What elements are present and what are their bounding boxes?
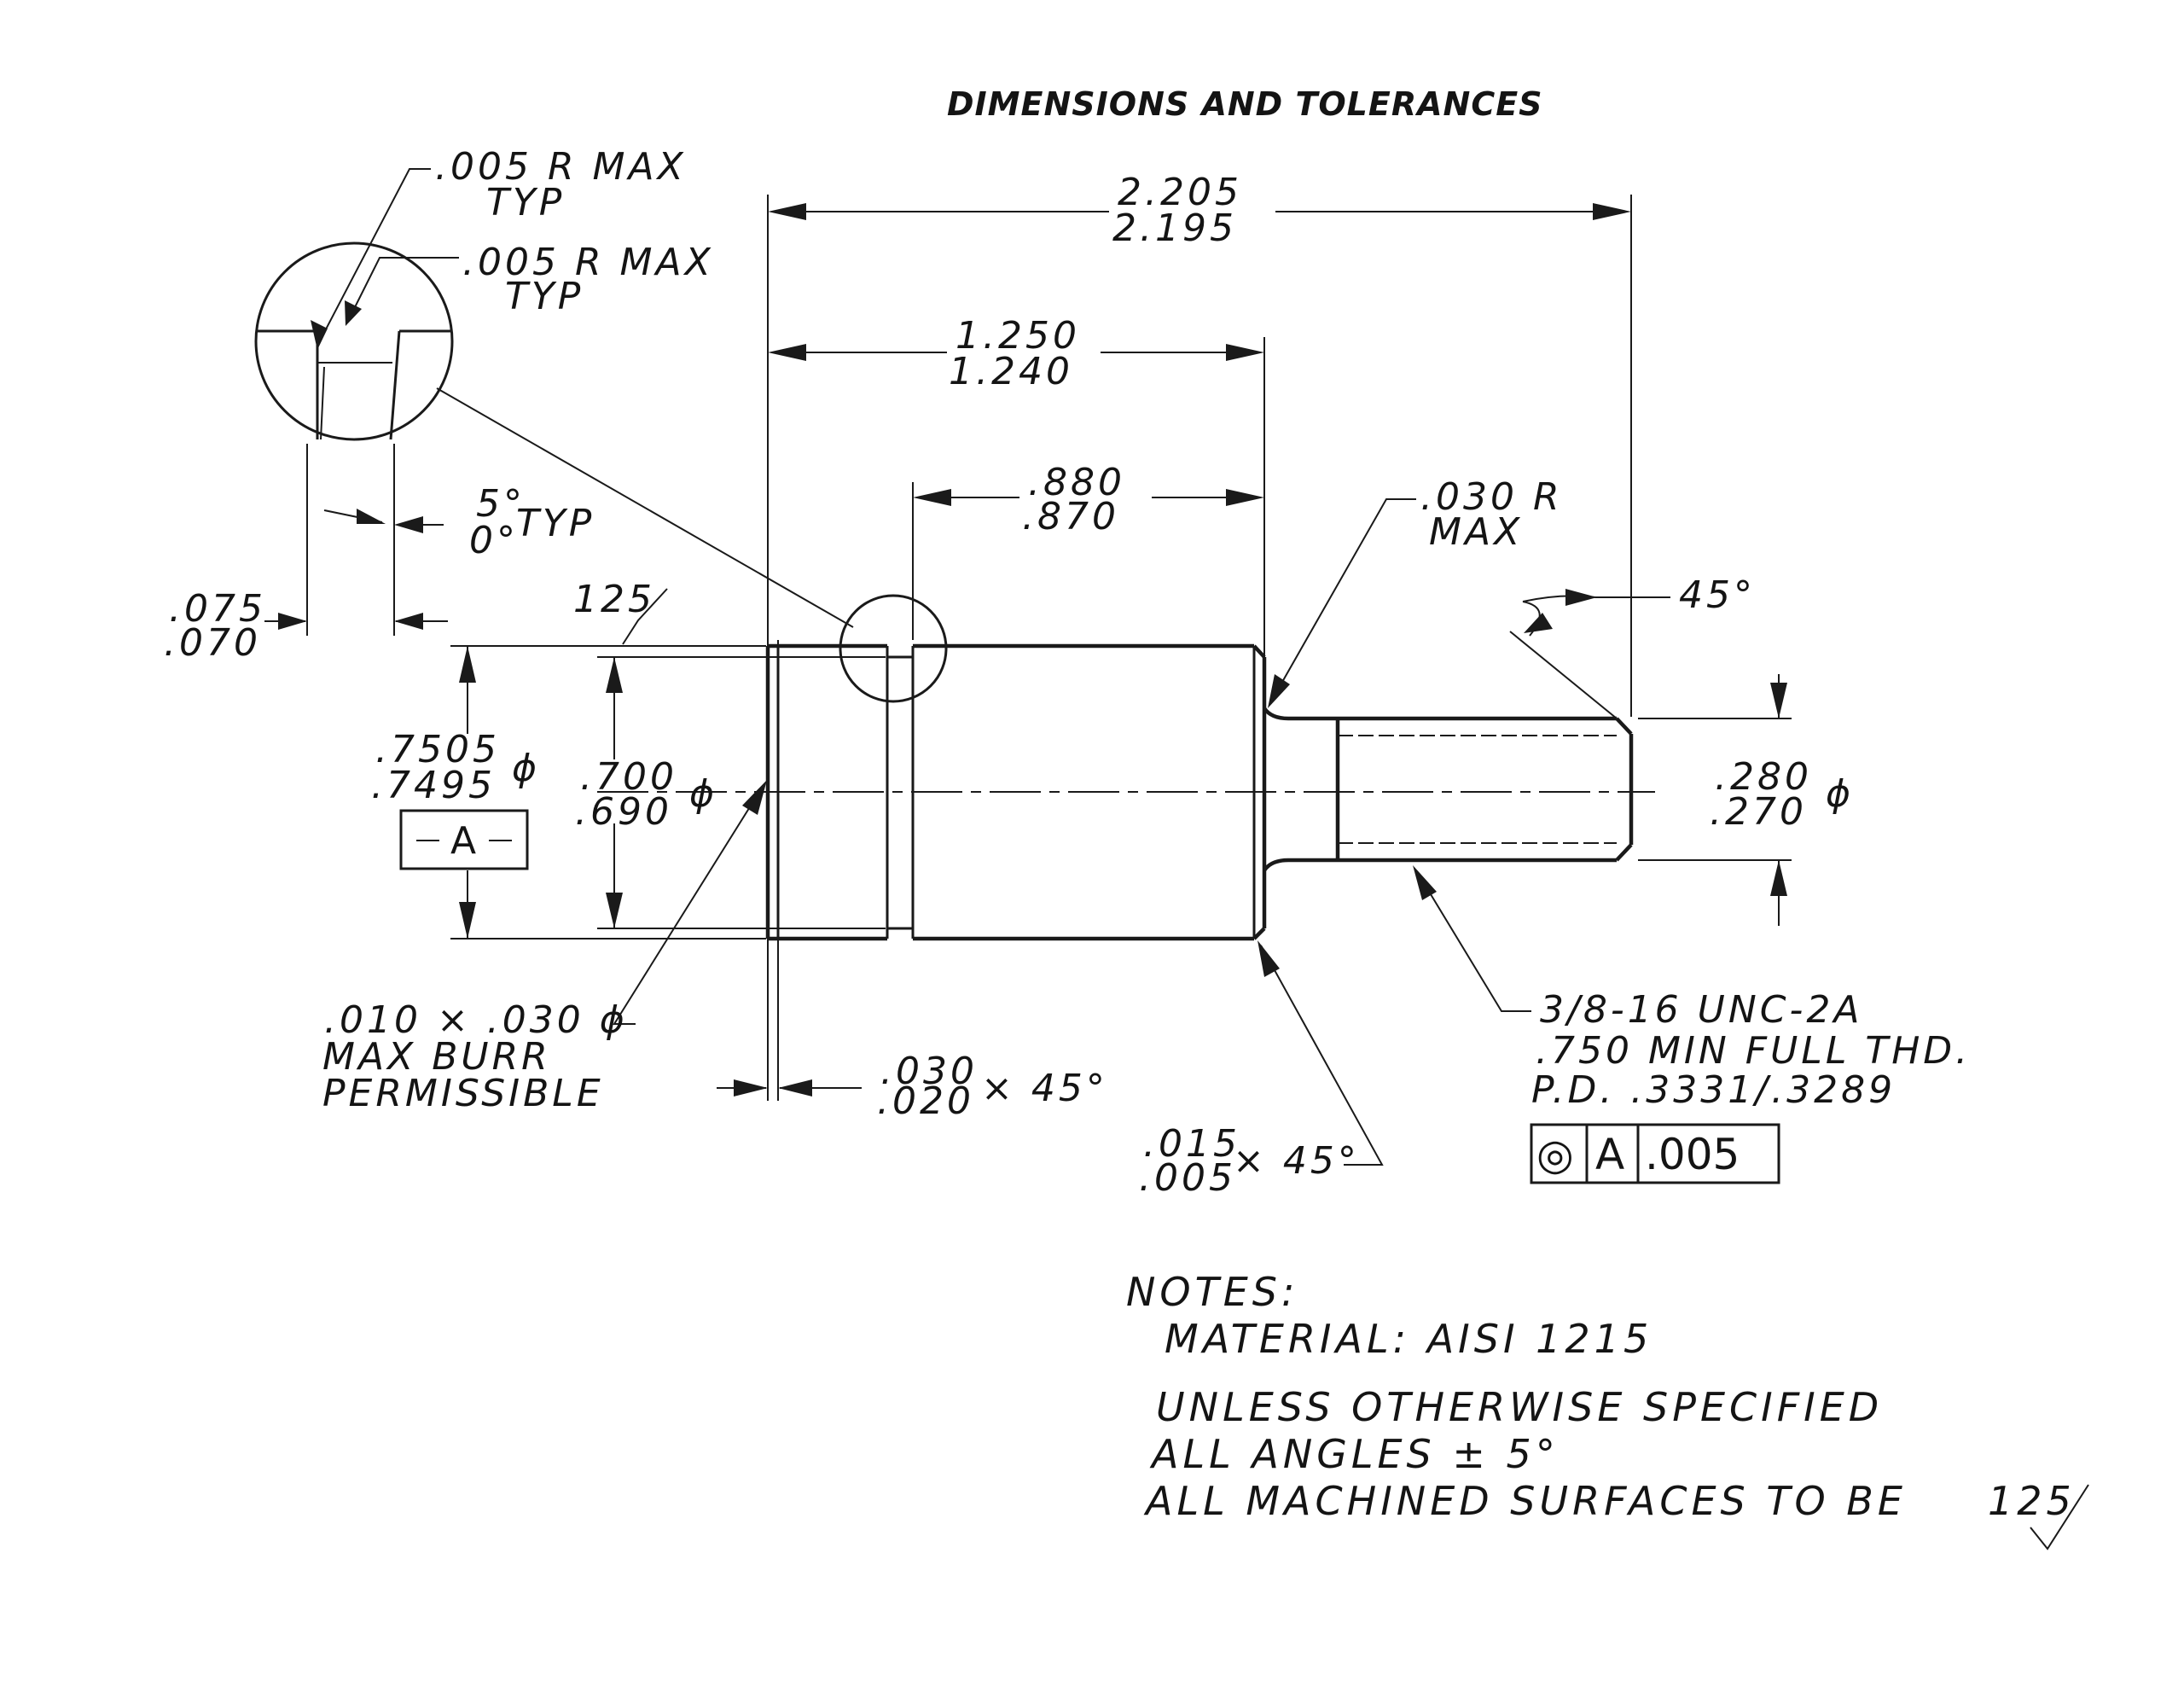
diameter-dimensions (399, 588, 1792, 939)
surface-finish-value: 125 (573, 578, 655, 621)
burr-note-line1: .010 × .030 ϕ (324, 998, 628, 1042)
groove-dia-symbol: ϕ (689, 772, 717, 816)
body-length-upper: 1.250 (956, 314, 1080, 358)
groove-width-upper: .075 (169, 587, 266, 631)
thread-spec-line1: 3/8-16 UNC-2A (1540, 988, 1862, 1032)
thread-spec-line3: P.D. .3331/.3289 (1531, 1068, 1896, 1112)
shoulder-length-lower: .870 (1022, 495, 1119, 538)
thread-dia-upper: .280 (1715, 755, 1812, 799)
datum-label: A (450, 819, 476, 863)
thread-spec-line2: .750 MIN FULL THD. (1536, 1029, 1971, 1073)
notes-line2: ALL ANGLES ± 5° (1149, 1431, 1560, 1477)
thread-chamfer-angle: 45° (1679, 573, 1756, 617)
groove-angle-upper: 5° (476, 482, 526, 526)
fcf-concentricity-symbol: ◎ (1536, 1130, 1574, 1179)
groove-angle-typ: TYP (516, 502, 595, 545)
callout-leaders (613, 780, 1531, 1166)
detail-radius-2: .005 R MAX (462, 241, 714, 284)
thread-dia-lower: .270 (1710, 790, 1807, 834)
shoulder-length-upper: .880 (1028, 461, 1125, 504)
groove-angle-lower: 0° (469, 519, 519, 562)
radius-angle-leaders (1268, 498, 1670, 719)
major-dia-symbol: ϕ (512, 747, 540, 790)
overall-length-upper: 2.205 (1118, 171, 1242, 214)
detail-radius-2-typ: TYP (505, 275, 584, 318)
major-dia-lower: .7495 (371, 764, 496, 807)
chamfer1-angle: × 45° (981, 1067, 1108, 1110)
major-dia-upper: .7505 (375, 728, 500, 771)
burr-note-line3: PERMISSIBLE (322, 1072, 604, 1115)
chamfer2-upper: .015 (1143, 1122, 1240, 1166)
notes-line1: UNLESS OTHERWISE SPECIFIED (1156, 1384, 1883, 1430)
detail-view (254, 168, 948, 703)
groove-width-lower: .070 (164, 621, 261, 665)
part-outline (597, 643, 1655, 941)
fcf-tolerance: .005 (1645, 1130, 1740, 1179)
overall-length-lower: 2.195 (1112, 207, 1237, 250)
chamfer2-lower: .005 (1139, 1156, 1236, 1200)
chamfer1-lower: .020 (877, 1079, 974, 1123)
notes-material: MATERIAL: AISI 1215 (1165, 1316, 1653, 1362)
notes-finish-symbol (2030, 1484, 2089, 1550)
notes-heading: NOTES: (1126, 1269, 1298, 1315)
chamfer1-upper: .030 (880, 1050, 978, 1093)
notes-line3: ALL MACHINED SURFACES TO BE (1143, 1478, 1907, 1524)
burr-note-line2: MAX BURR (322, 1035, 551, 1079)
detail-radius-1-typ: TYP (486, 181, 565, 224)
thread-dia-symbol: ϕ (1826, 772, 1854, 816)
feature-control-frame (1530, 1123, 1780, 1184)
fcf-datum: A (1595, 1130, 1624, 1179)
notes-finish-value: 125 (1988, 1478, 2076, 1524)
body-length-lower: 1.240 (949, 350, 1073, 393)
horizontal-dimensions (717, 195, 1632, 1101)
fillet-radius: .030 R (1420, 475, 1563, 519)
groove-dia-lower: .690 (575, 790, 672, 834)
detail-radius-1: .005 R MAX (435, 145, 687, 189)
drawing-title: DIMENSIONS AND TOLERANCES (947, 85, 1543, 123)
fillet-radius-max: MAX (1429, 510, 1523, 554)
groove-dia-upper: .700 (580, 755, 677, 799)
chamfer2-angle: × 45° (1233, 1139, 1360, 1183)
